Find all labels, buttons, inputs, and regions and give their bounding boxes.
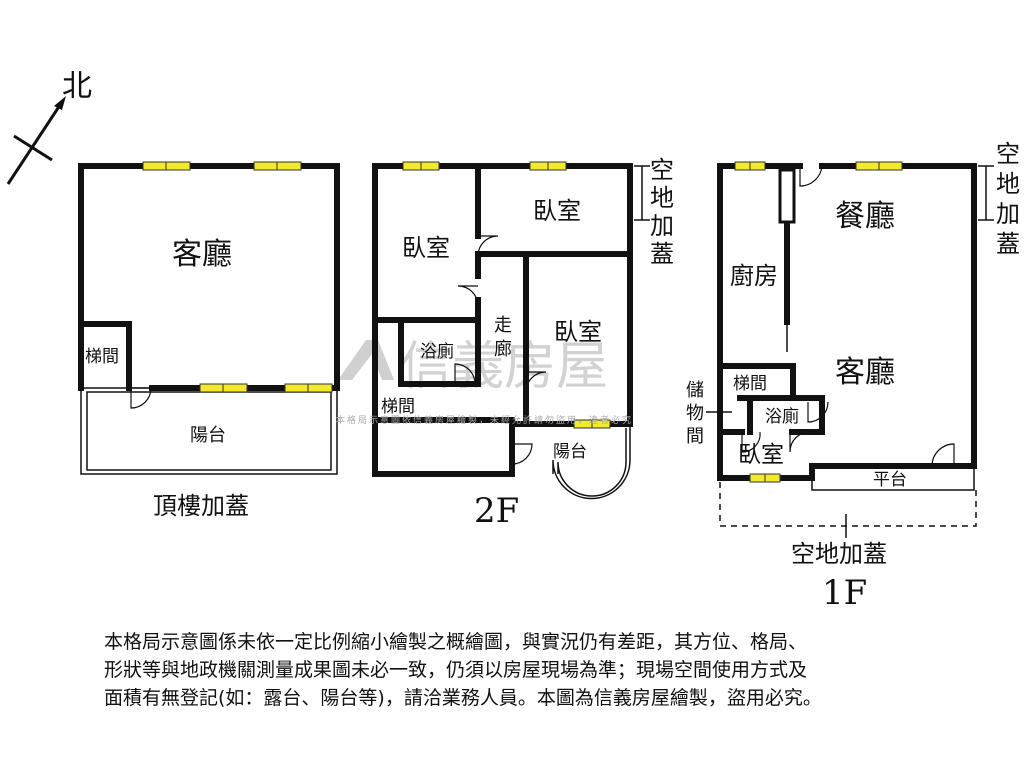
second-bedroom-b: 臥室	[533, 197, 581, 225]
first-stairs: 梯間	[733, 374, 767, 394]
second-bathroom: 浴廁	[420, 341, 454, 362]
second-floor-plan: 臥室 臥室 臥室 走 廊 浴廁 梯間 陽台 空 地 加 蓋	[372, 156, 674, 500]
second-side-note-1: 空	[650, 156, 674, 184]
first-side-note-1: 空	[996, 140, 1020, 168]
first-side-dimension	[978, 165, 994, 221]
second-side-note-3: 加	[650, 212, 674, 240]
roof-balcony: 陽台	[190, 425, 226, 446]
roof-living-room: 客廳	[172, 237, 232, 272]
first-storage-2: 物	[686, 403, 704, 424]
disclaimer-line-2: 形狀等與地政機關測量成果圖未必一致，仍須以房屋現場為準；現場空間使用方式及	[104, 659, 808, 681]
second-bedroom-a: 臥室	[402, 234, 450, 262]
first-storage-3: 間	[686, 426, 704, 447]
first-dining-room: 餐廳	[835, 199, 895, 234]
second-bedroom-c: 臥室	[554, 318, 602, 346]
second-balcony: 陽台	[553, 442, 587, 462]
second-side-dimension	[634, 165, 650, 221]
first-bathroom: 浴廁	[765, 406, 799, 427]
roof-caption: 頂樓加蓋	[153, 492, 249, 520]
north-arrow-icon: 北	[6, 69, 92, 185]
first-platform: 平台	[873, 470, 907, 490]
first-storage-1: 儲	[686, 380, 704, 401]
disclaimer: 本格局示意圖係未依一定比例縮小繪製之概繪圖，與實況仍有差距，其方位、格局、 形狀…	[104, 628, 944, 712]
first-caption: 1F	[822, 573, 867, 613]
roof-stairs: 梯間	[85, 347, 119, 367]
second-caption: 2F	[474, 491, 519, 531]
watermark-fine-print: 本格局示意圖依信義房屋繪製，未經允許請勿盜用，違者必究	[336, 416, 634, 426]
roof-plan: 客廳 梯間 陽台	[78, 161, 340, 475]
second-corridor-2: 廊	[494, 339, 512, 360]
first-floor-plan: 餐廳 廚房 客廳 梯間 浴廁 臥室 平台 儲 物 間 空 地 加 蓋 空地加蓋	[686, 140, 1020, 568]
first-bedroom: 臥室	[738, 442, 784, 468]
second-corridor-1: 走	[494, 315, 512, 336]
disclaimer-line-1: 本格局示意圖係未依一定比例縮小繪製之概繪圖，與實況仍有差距，其方位、格局、	[104, 631, 808, 653]
second-stairs: 梯間	[381, 397, 415, 417]
first-side-note-3: 加	[996, 200, 1020, 228]
floor-plan-drawing: 信義房屋 北 客廳 梯間 陽台 頂樓加蓋	[6, 69, 1020, 613]
first-side-note-2: 地	[996, 170, 1020, 198]
watermark-logo-icon	[338, 340, 394, 380]
first-living-room: 客廳	[835, 355, 895, 390]
first-kitchen: 廚房	[730, 262, 778, 290]
disclaimer-line-3: 面積有無登記(如：露台、陽台等)，請洽業務人員。本圖為信義房屋繪製，盜用必究。	[104, 687, 822, 709]
compass-label: 北	[62, 69, 92, 104]
first-side-note-4: 蓋	[996, 230, 1020, 258]
second-side-note-2: 地	[650, 184, 674, 212]
second-side-note-4: 蓋	[650, 240, 674, 268]
watermark: 信義房屋	[338, 337, 608, 397]
first-bottom-note: 空地加蓋	[791, 540, 887, 568]
